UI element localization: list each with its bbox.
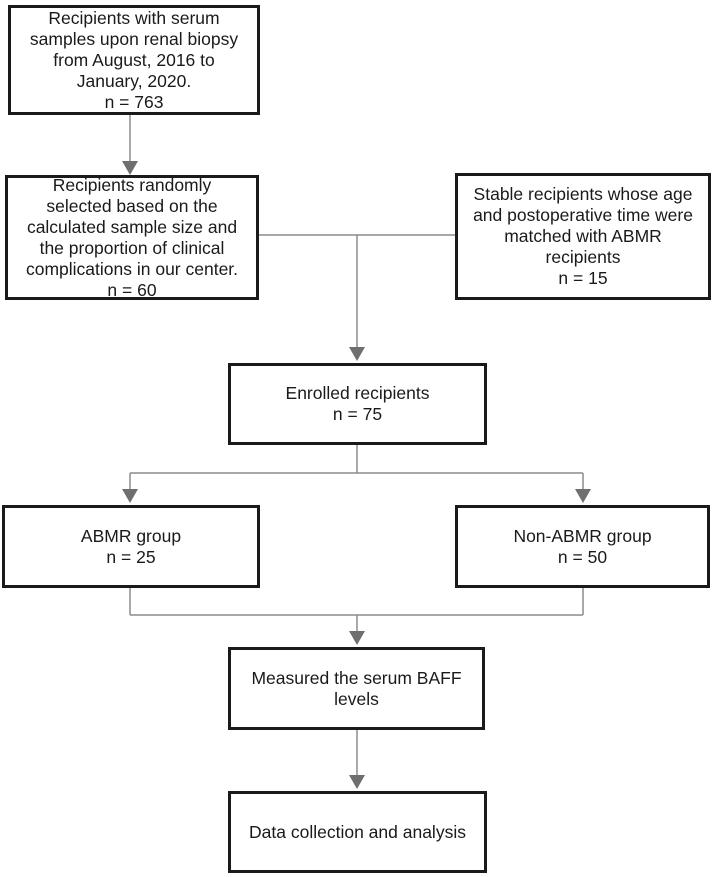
- box-data-analysis-text: Data collection and analysis: [249, 821, 466, 842]
- box-enrolled: Enrolled recipients n = 75: [228, 363, 487, 445]
- arrow-baff-to-analysis: [349, 730, 365, 789]
- box-abmr-group: ABMR group n = 25: [2, 505, 260, 588]
- arrowhead-icon: [122, 489, 138, 503]
- box-stable-matched-text: Stable recipients whose age and postoper…: [473, 184, 693, 288]
- split-enrolled-to-groups: [122, 445, 591, 503]
- box-non-abmr-group-text: Non-ABMR group n = 50: [513, 525, 652, 567]
- box-random-selection: Recipients randomly selected based on th…: [5, 175, 259, 300]
- box-data-analysis: Data collection and analysis: [228, 791, 487, 873]
- arrowhead-icon: [349, 631, 365, 645]
- arrowhead-icon: [349, 775, 365, 789]
- box-baff-measurement: Measured the serum BAFF levels: [228, 647, 485, 730]
- box-enrolled-text: Enrolled recipients n = 75: [285, 383, 430, 424]
- box-random-selection-text: Recipients randomly selected based on th…: [25, 174, 239, 300]
- box-baff-measurement-text: Measured the serum BAFF levels: [251, 667, 462, 709]
- box-abmr-group-text: ABMR group n = 25: [80, 525, 182, 567]
- box-biopsy-recipients-text: Recipients with serum samples upon renal…: [29, 7, 239, 112]
- box-biopsy-recipients: Recipients with serum samples upon renal…: [8, 5, 260, 115]
- arrowhead-icon: [575, 489, 591, 503]
- box-non-abmr-group: Non-ABMR group n = 50: [455, 505, 710, 588]
- arrowhead-icon: [349, 347, 365, 361]
- merge-groups-to-baff: [129, 588, 584, 645]
- box-stable-matched: Stable recipients whose age and postoper…: [455, 173, 711, 300]
- arrow-biopsy-to-selection: [122, 115, 138, 175]
- arrowhead-icon: [122, 161, 138, 175]
- connector-selection-stable-to-enrolled: [259, 234, 455, 361]
